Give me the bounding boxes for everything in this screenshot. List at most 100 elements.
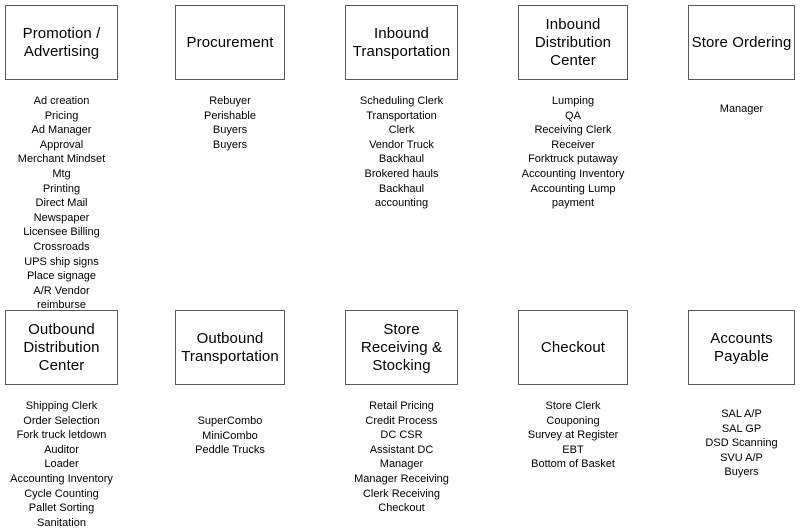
process-node-title: Procurement — [186, 33, 274, 51]
process-node-box[interactable]: Outbound Transportation — [175, 310, 285, 385]
process-role-item: DC CSR — [380, 429, 423, 442]
process-role-item: Buyers — [724, 466, 759, 479]
process-role-item: Store Clerk — [545, 400, 601, 412]
process-role-item: Ad Manager — [31, 124, 92, 137]
process-role-item: SuperCombo — [197, 415, 263, 427]
process-role-item: Merchant Mindset — [17, 153, 106, 166]
process-role-item: Perishable — [204, 109, 256, 122]
process-role-item: Loader — [44, 458, 79, 471]
process-role-item: Manager — [379, 458, 424, 471]
process-role-item: Accounting Inventory — [521, 167, 625, 180]
process-role-item: Direct Mail — [35, 197, 88, 210]
process-role-item: Assistant DC — [369, 443, 434, 456]
process-role-item: Place signage — [26, 270, 97, 283]
process-role-item: Checkout — [378, 502, 425, 515]
process-node-title: Inbound Transportation — [352, 24, 451, 60]
process-role-item: SVU A/P — [720, 451, 763, 464]
process-node-box[interactable]: Procurement — [175, 5, 285, 80]
process-node-title: Accounts Payable — [710, 329, 773, 365]
process-role-item: Couponing — [546, 414, 600, 427]
process-role-item: Receiver — [551, 138, 595, 151]
process-node-box[interactable]: Store Ordering — [688, 5, 795, 80]
process-role-item: UPS ship signs — [24, 255, 99, 268]
process-role-item: SAL A/P — [721, 408, 762, 420]
process-role-item: Order Selection — [23, 414, 100, 427]
process-role-item: Scheduling Clerk — [359, 95, 444, 107]
process-role-item: MiniCombo — [202, 429, 258, 442]
process-role-item: Buyers — [212, 138, 248, 151]
process-node-box[interactable]: Outbound Distribution Center — [5, 310, 118, 385]
process-role-list: Manager — [688, 102, 795, 117]
process-role-item: EBT — [562, 443, 584, 456]
process-role-item: Clerk — [388, 124, 415, 137]
process-role-item: DSD Scanning — [705, 437, 778, 450]
process-role-item: Printing — [42, 182, 81, 195]
process-role-item: Fork truck letdown — [16, 429, 107, 442]
process-role-item: Pricing — [44, 109, 79, 122]
process-node-box[interactable]: Promotion / Advertising — [5, 5, 118, 80]
process-role-item: Mtg — [52, 167, 71, 180]
process-role-item: Buyers — [212, 124, 248, 137]
process-node-box[interactable]: Store Receiving & Stocking — [345, 310, 458, 385]
process-role-item: Manager — [719, 103, 764, 115]
process-role-item: A/R Vendor — [33, 284, 90, 297]
process-node-title: Store Receiving & Stocking — [360, 320, 443, 374]
process-role-item: Transportation — [366, 109, 437, 122]
process-role-item: Auditor — [44, 443, 79, 456]
process-role-item: payment — [551, 197, 595, 210]
process-role-item: Shipping Clerk — [25, 400, 98, 412]
process-role-item: Backhaul — [378, 153, 425, 166]
process-role-item: QA — [565, 109, 581, 122]
process-node-box[interactable]: Checkout — [518, 310, 628, 385]
process-role-item: Receiving Clerk — [534, 124, 612, 137]
process-node-title: Outbound Transportation — [181, 329, 279, 365]
process-role-item: Licensee Billing — [23, 226, 100, 239]
process-role-item: Lumping — [551, 95, 595, 107]
process-role-item: Peddle Trucks — [195, 444, 265, 457]
process-role-item: Accounting Lump — [530, 182, 616, 195]
process-node-box[interactable]: Inbound Distribution Center — [518, 5, 628, 80]
process-role-item: Manager Receiving — [354, 472, 449, 485]
process-role-item: Rebuyer — [209, 95, 251, 107]
process-role-item: Forktruck putaway — [528, 153, 618, 166]
process-role-item: Brokered hauls — [364, 167, 439, 180]
process-node-title: Outbound Distribution Center — [23, 320, 100, 374]
process-role-item: SAL GP — [721, 422, 762, 435]
process-role-item: Approval — [39, 138, 84, 151]
process-role-item: Clerk Receiving — [362, 487, 441, 500]
process-role-item: Survey at Register — [527, 429, 619, 442]
process-role-item: Cycle Counting — [24, 487, 99, 500]
process-node-box[interactable]: Inbound Transportation — [345, 5, 458, 80]
process-role-item: Sanitation — [37, 516, 86, 529]
process-node-title: Inbound Distribution Center — [534, 15, 612, 69]
process-node-title: Store Ordering — [691, 33, 792, 51]
process-node-box[interactable]: Accounts Payable — [688, 310, 795, 385]
process-role-item: Vendor Truck — [369, 138, 434, 151]
process-role-item: Retail Pricing — [369, 400, 434, 412]
process-role-item: Crossroads — [33, 240, 90, 253]
process-role-item: Accounting Inventory — [10, 472, 113, 485]
process-role-item: reimburse — [37, 299, 86, 312]
process-role-item: Pallet Sorting — [28, 502, 95, 515]
process-role-item: Credit Process — [365, 414, 438, 427]
process-node-title: Promotion / Advertising — [22, 24, 101, 60]
